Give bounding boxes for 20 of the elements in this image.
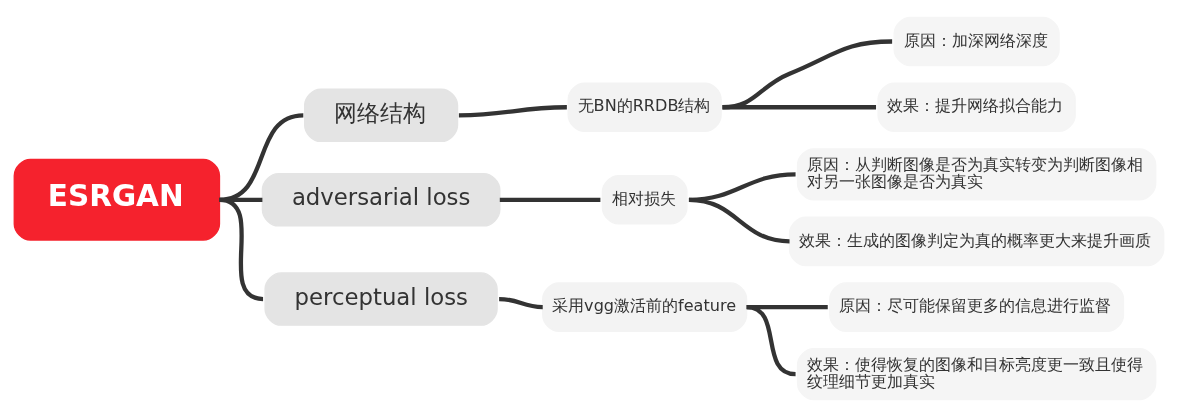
node-box: 原因：从判断图像是否为真实转变为判断图像相对另一张图像是否为真实 [796,148,1157,201]
node-box: perceptual loss [264,272,498,326]
connector [688,197,790,244]
connector [219,113,304,202]
node-box: 无BN的RRDB结构 [567,82,722,133]
node-box: 原因：尽可能保留更多的信息进行监督 [829,282,1125,332]
node-box: ESRGAN [13,158,221,241]
connector [499,197,601,202]
node-box: 效果：使得恢复的图像和目标亮度更一致且使得纹理细节更加真实 [796,348,1157,401]
connector [722,105,877,110]
node-box: 效果：提升网络拟合能力 [877,82,1076,133]
node-box: 采用vgg激活前的feature [542,282,748,332]
connector [499,296,543,310]
node-box: 原因：加深网络深度 [893,16,1060,67]
connector [722,39,893,110]
node-box: 网络结构 [303,88,459,143]
node-box: adversarial loss [261,172,501,227]
node-box: 相对损失 [601,174,688,225]
node-box: 效果：生成的图像判定为真的概率更大来提升画质 [788,216,1165,267]
connector [458,105,567,118]
